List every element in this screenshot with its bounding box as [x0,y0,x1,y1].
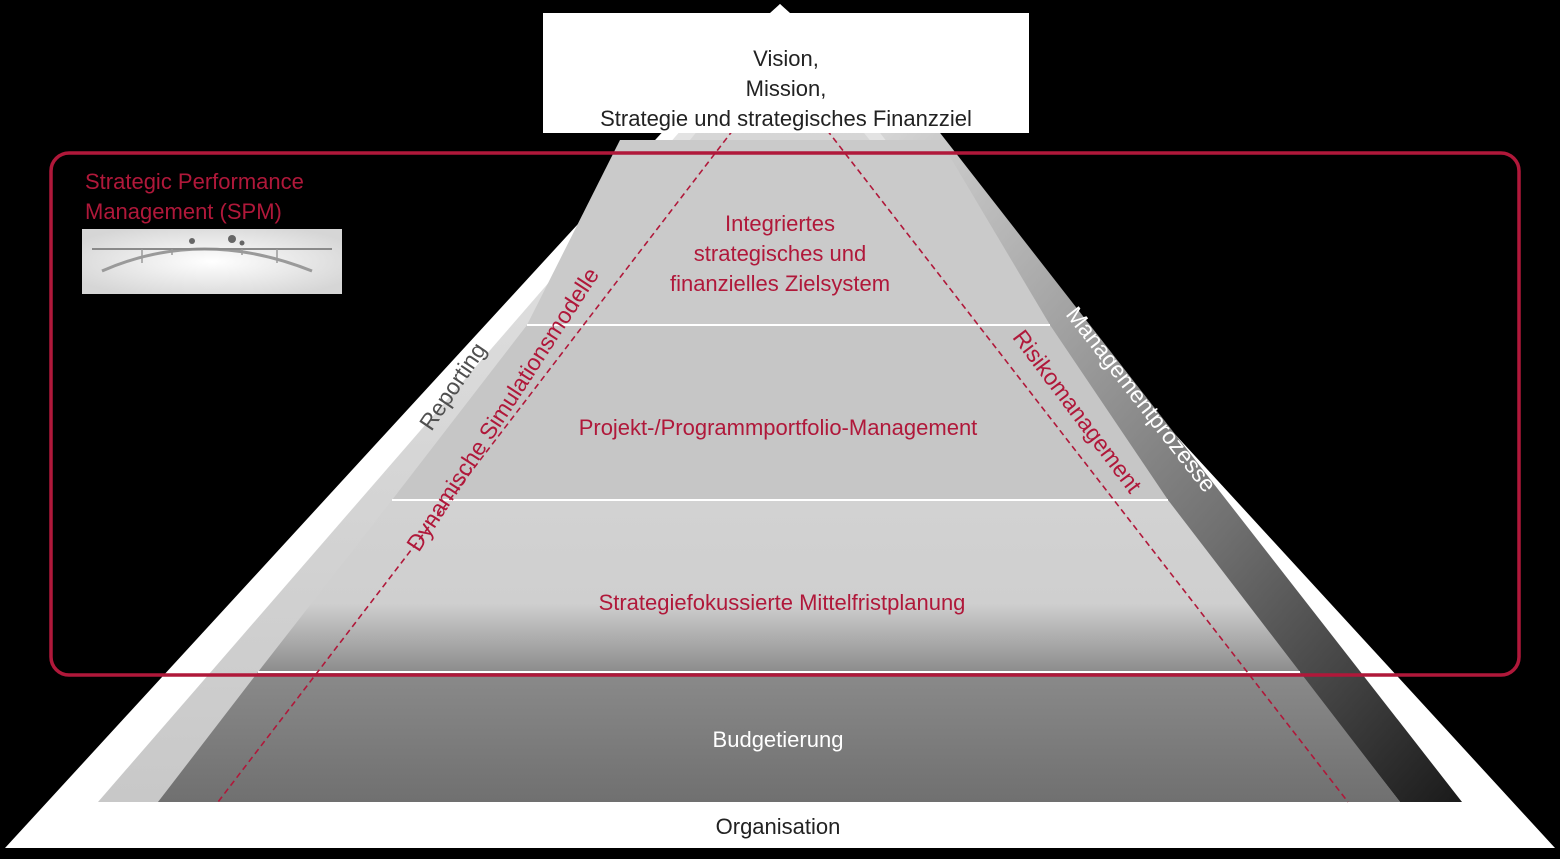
level-mittelfrist [258,500,1300,672]
level-portfolio [392,325,1168,500]
spm-title-line2: Management (SPM) [85,199,282,224]
vision-label: Vision, [753,46,819,71]
organisation-label: Organisation [715,814,841,839]
level-budget [158,672,1400,802]
portfolio-label: Projekt-/Programmportfolio-Management [578,415,978,440]
strategy-label: Strategie und strategisches Finanzziel [600,106,972,131]
spm-title-line1: Strategic Performance [85,169,304,194]
zielsystem-line3: finanzielles Zielsystem [669,271,891,296]
zielsystem-line1: Integriertes [724,211,836,236]
mittelfrist-label: Strategiefokussierte Mittelfristplanung [598,590,966,615]
zielsystem-line2: strategisches und [693,241,867,266]
bridge-photo-icon [82,229,342,294]
risk-dashed-line [826,129,1349,803]
vision-box-apex [770,4,790,13]
level-zielsystem [527,140,1050,325]
spm-frame [49,151,1521,677]
simulation-dashed-line [217,129,734,803]
mission-label: Mission, [745,76,827,101]
budget-label: Budgetierung [712,727,844,752]
vision-box [543,13,1029,133]
